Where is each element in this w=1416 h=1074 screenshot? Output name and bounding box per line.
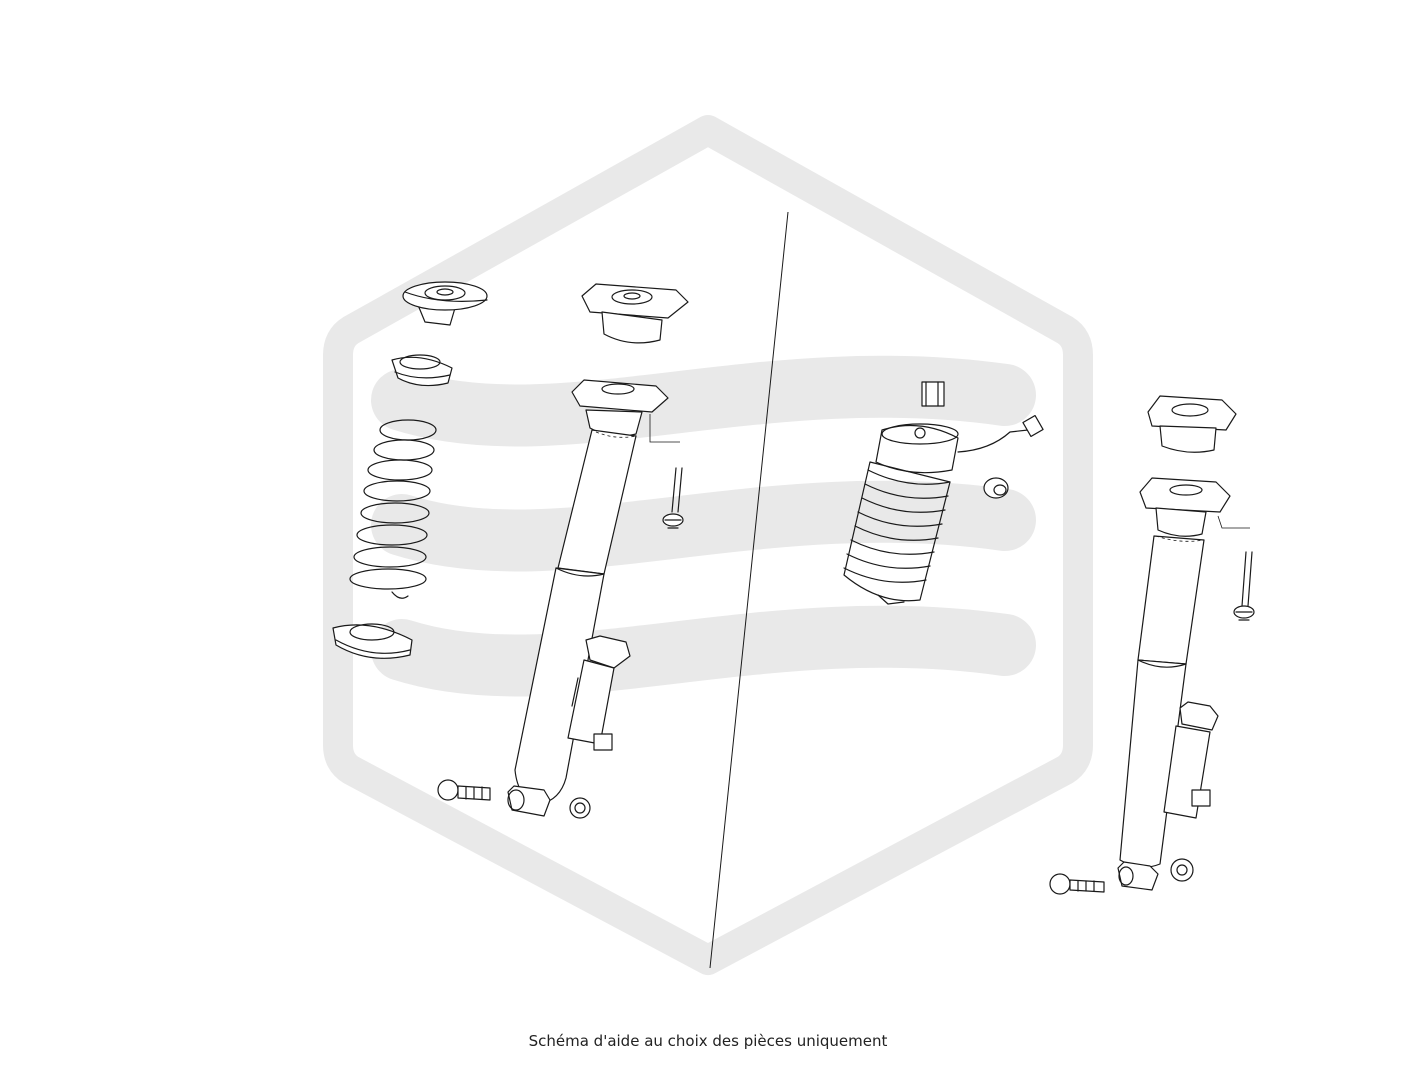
lower-nut: [569, 797, 591, 819]
watermark-hexagon: [323, 115, 1093, 975]
air-spring-nut: [983, 477, 1009, 499]
spring-lower-seat: [332, 623, 413, 659]
sensor-bracket: [567, 635, 631, 751]
vertical-mount-bolt: [662, 467, 684, 529]
right-vertical-bolt: [1233, 551, 1255, 621]
shock-absorber: [514, 379, 680, 805]
shock-top-mount: [581, 283, 689, 344]
lower-bushing: [507, 785, 551, 817]
right-top-mount: [1147, 395, 1237, 453]
right-lower-bushing: [1117, 861, 1159, 891]
coil-spring-assembly: [332, 281, 689, 819]
diagram-caption: Schéma d'aide au choix des pièces unique…: [528, 1032, 888, 1050]
air-suspension-assembly: [843, 381, 1255, 895]
lower-bolt: [437, 779, 491, 801]
spring-upper-seat: [391, 354, 453, 387]
top-strut-mount: [402, 281, 488, 326]
connector-clip: [921, 381, 945, 407]
watermark-wave-3: [371, 605, 1036, 697]
right-lower-nut: [1170, 858, 1194, 882]
right-lower-bolt: [1049, 873, 1105, 895]
divider-line: [709, 211, 789, 969]
right-sensor-bracket: [1163, 701, 1219, 819]
watermark-wave-1: [371, 355, 1036, 447]
right-shock-absorber: [1119, 477, 1250, 868]
brand-watermark-logo: [323, 115, 1093, 975]
air-spring: [843, 414, 1044, 605]
coil-spring: [349, 419, 437, 599]
